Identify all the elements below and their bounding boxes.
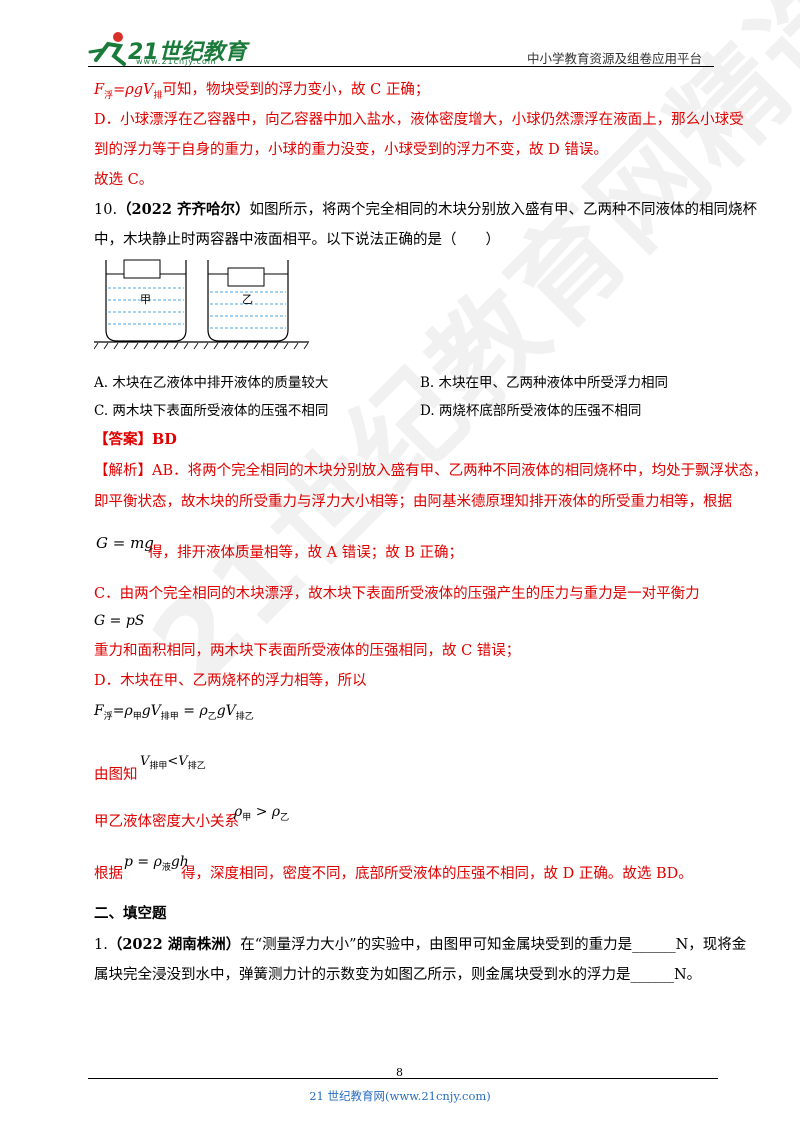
formula-g-ps: G = pS — [94, 613, 145, 629]
page-number: 8 — [396, 1066, 403, 1079]
logo-url: www.21cnjy.com — [136, 57, 217, 66]
fill-question-stem: 在“测量浮力大小”的实验中，由图甲可知金属块受到的重力是______N，现将金 — [240, 937, 747, 953]
choose-answer: 故选 C。 — [94, 172, 154, 188]
logo-runner-icon — [88, 32, 126, 66]
section-title: 二、填空题 — [94, 905, 167, 922]
analysis-d-line2: 到的浮力等于自身的重力，小球的重力没变，小球受到的浮力不变，故 D 错误。 — [94, 142, 608, 158]
beaker-diagram: 甲 乙 — [94, 259, 309, 350]
question-10-line1: 10.（2022 齐齐哈尔）如图所示，将两个完全相同的木块分别放入盛有甲、乙两种… — [94, 200, 757, 220]
formula-volume-compare: V排甲<V排乙 — [140, 754, 206, 772]
fill-question-1-line2: 属块完全浸没到水中，弹簧测力计的示数变为如图乙所示，则金属块受到水的浮力是___… — [94, 967, 702, 983]
fill-question-source: （2022 湖南株洲） — [107, 936, 241, 953]
option-a: A. 木块在乙液体中排开液体的质量较大 — [94, 375, 329, 391]
label-jia: 甲 — [140, 293, 151, 306]
question-stem: 如图所示，将两个完全相同的木块分别放入盛有甲、乙两种不同液体的相同烧杯 — [249, 202, 757, 218]
formula-buoyancy-equal: F浮=ρ甲gV排甲 = ρ乙gV排乙 — [94, 703, 254, 722]
option-d: D. 两烧杯底部所受液体的压强不相同 — [420, 403, 642, 419]
question-number: 10. — [94, 202, 118, 218]
formula-pressure: p = ρ液gh — [124, 854, 189, 873]
analysis-d-text: D．木块在甲、乙两烧杯的浮力相等，所以 — [94, 673, 367, 689]
formula-line: F浮=ρgV排可知，物块受到的浮力变小，故 C 正确； — [94, 80, 429, 106]
answer-label: 【答案】BD — [94, 431, 177, 448]
formula-line-text: 可知，物块受到的浮力变小，故 C 正确； — [162, 82, 430, 98]
footer-rule — [88, 1078, 718, 1079]
header-title: 中小学教育资源及组卷应用平台 — [526, 51, 702, 66]
logo-text: 21世纪教育 — [128, 40, 247, 65]
fill-question-number: 1. — [94, 937, 108, 953]
formula-density-compare: ρ甲 > ρ乙 — [234, 804, 290, 823]
after-g-text: 得，排开液体质量相等，故 A 错误；故 B 正确； — [148, 545, 464, 561]
analysis-line1: 【解析】AB．将两个完全相同的木块分别放入盛有甲、乙两种不同液体的相同烧杯中，均… — [94, 463, 768, 479]
final-conclusion: 得，深度相同，密度不同，底部所受液体的压强不相同，故 D 正确。故选 BD。 — [181, 866, 693, 882]
option-c: C. 两木块下表面所受液体的压强不相同 — [94, 403, 329, 419]
label-yi: 乙 — [242, 293, 253, 306]
analysis-d-line1: D．小球漂浮在乙容器中，向乙容器中加入盐水，液体密度增大，小球仍然漂浮在液面上，… — [94, 112, 744, 128]
analysis-line2: 即平衡状态，故木块的所受重力与浮力大小相等；由阿基米德原理知排开液体的所受重力相… — [94, 494, 732, 510]
analysis-c-line1: C．由两个完全相同的木块漂浮，故木块下表面所受液体的压强产生的压力与重力是一对平… — [94, 586, 700, 602]
gen-ju-text: 根据 — [94, 866, 123, 882]
footer-site: 21 世纪教育网(www.21cnjy.com) — [309, 1089, 491, 1103]
option-b: B. 木块在甲、乙两种液体中所受浮力相同 — [420, 375, 669, 391]
density-relation-text: 甲乙液体密度大小关系 — [94, 814, 239, 830]
watermark: 21世纪教育网精选资料 — [128, 0, 800, 709]
question-10-line2: 中，木块静止时两容器中液面相平。以下说法正确的是（ ） — [94, 232, 500, 248]
buoyancy-formula: F浮=ρgV排 — [94, 82, 163, 101]
question-source: （2022 齐齐哈尔） — [117, 201, 250, 218]
header-rule — [88, 66, 714, 67]
analysis-c-line2: 重力和面积相同，两木块下表面所受液体的压强相同，故 C 错误； — [94, 643, 521, 659]
fig-know-text: 由图知 — [94, 767, 138, 783]
formula-g-mg: G = mg — [96, 534, 154, 552]
fill-question-1-line1: 1.（2022 湖南株洲）在“测量浮力大小”的实验中，由图甲可知金属块受到的重力… — [94, 935, 746, 955]
